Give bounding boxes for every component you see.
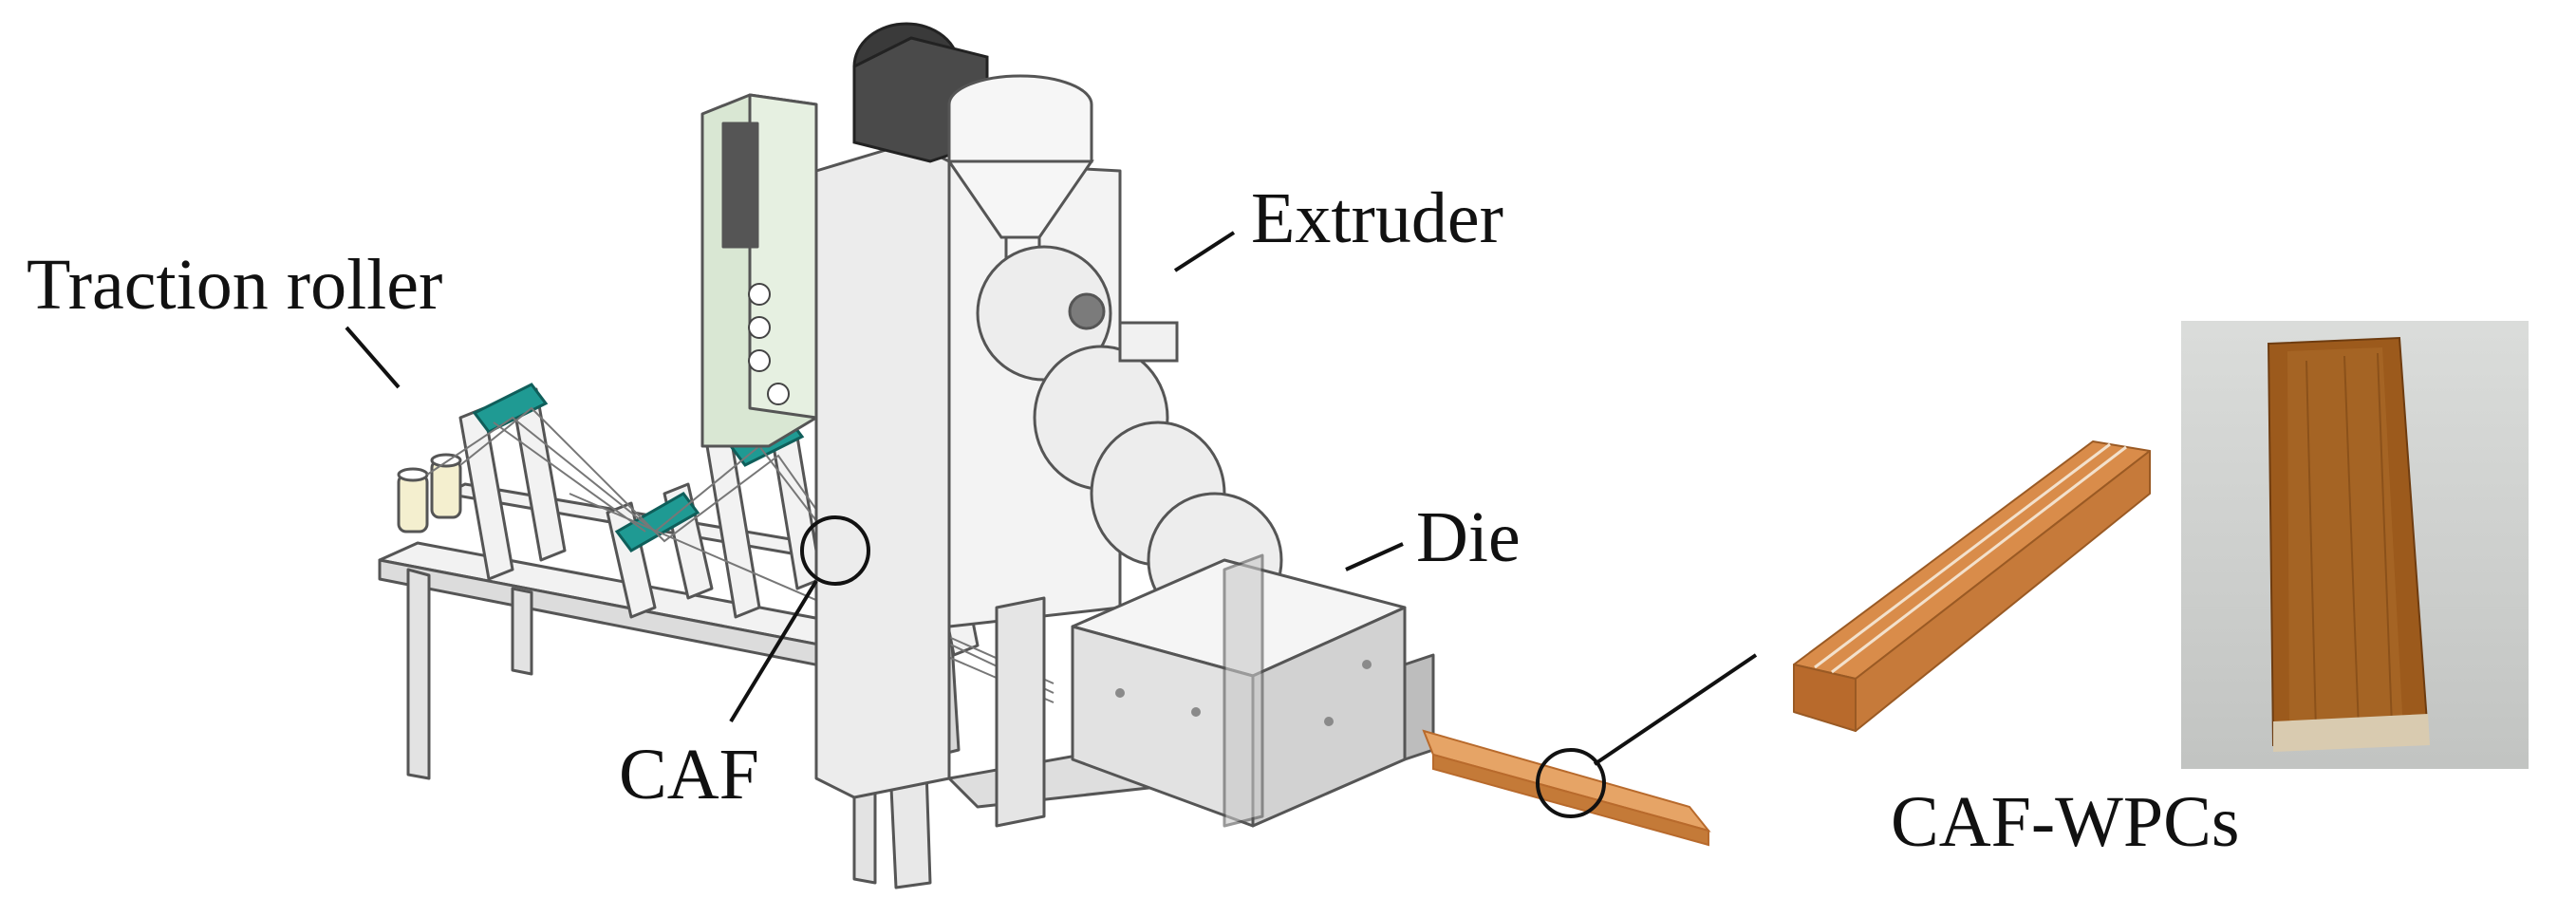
caf-callout-circle (800, 515, 870, 586)
label-traction-roller: Traction roller (27, 245, 443, 325)
extruded-profile (1422, 729, 1711, 847)
profile-callout-circle (1536, 748, 1606, 818)
label-caf-wpcs: CAF-WPCs (1891, 782, 2240, 862)
control-cabinet (700, 93, 856, 458)
label-die: Die (1416, 497, 1521, 577)
fiber-spools (397, 453, 462, 533)
label-caf: CAF (619, 735, 759, 814)
sample-photo (2181, 321, 2529, 769)
leader-lines (345, 231, 1758, 766)
label-extruder: Extruder (1251, 178, 1503, 258)
wpc-board (1793, 440, 2151, 732)
